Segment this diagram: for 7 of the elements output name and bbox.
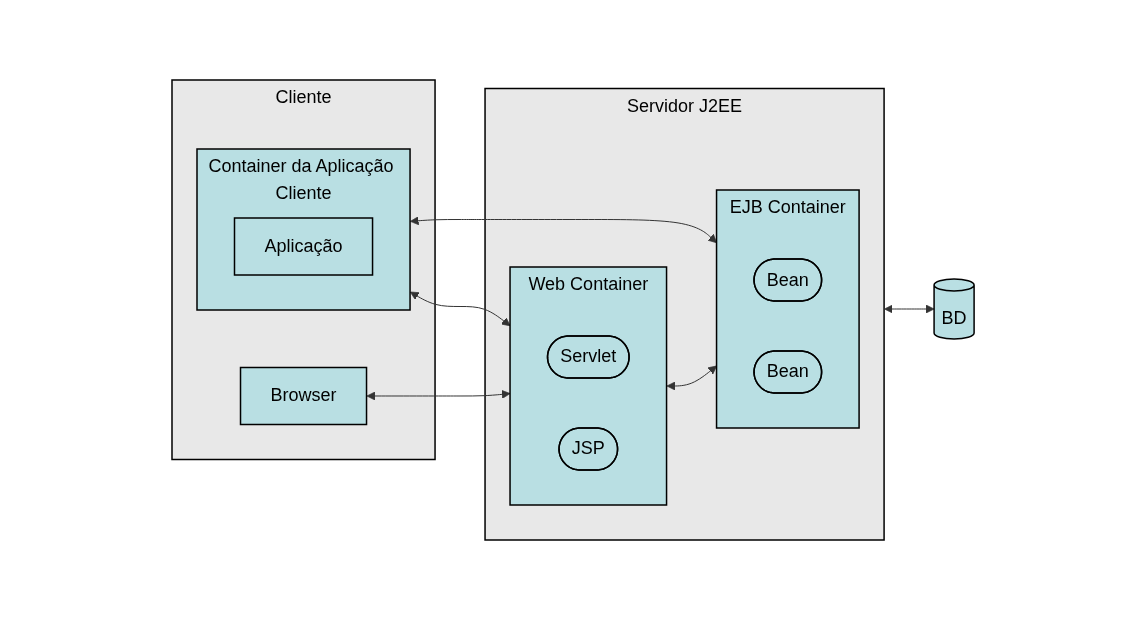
arrow [884, 304, 935, 314]
arrow [410, 216, 718, 244]
node-box: Aplicação [234, 217, 374, 276]
arrow [667, 365, 718, 391]
arrow [410, 291, 511, 327]
node-box: Browser [240, 366, 368, 426]
arrow [367, 389, 511, 401]
